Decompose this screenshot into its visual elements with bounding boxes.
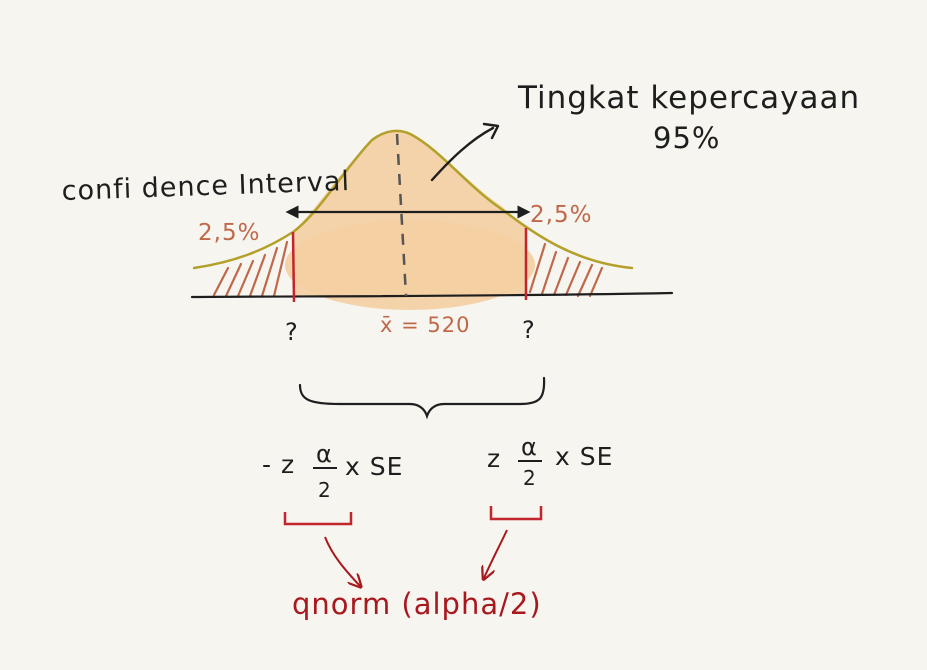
pointer-arrow bbox=[430, 126, 495, 182]
confidence-level-title: Tingkat kepercayaan bbox=[517, 80, 860, 116]
bell-curve bbox=[192, 129, 634, 270]
left-formula-bracket bbox=[283, 512, 353, 526]
lower-bound-line bbox=[291, 231, 296, 303]
mean-label: x̄ = 520 bbox=[380, 313, 470, 337]
lower-bound-question: ? bbox=[285, 318, 299, 346]
left-formula-prefix: - z bbox=[262, 450, 295, 479]
qnorm-label: qnorm (alpha/2) bbox=[292, 587, 542, 621]
pointer-arrowhead bbox=[482, 122, 500, 140]
left-formula-suffix: x SE bbox=[345, 452, 403, 481]
right-formula-prefix: z bbox=[487, 444, 501, 473]
confidence-region-blob bbox=[285, 220, 535, 310]
x-axis-line bbox=[190, 291, 674, 299]
right-tail-hatch bbox=[528, 242, 604, 298]
right-tail-percent: 2,5% bbox=[530, 202, 592, 228]
right-qnorm-arrow bbox=[484, 529, 508, 578]
right-formula-alpha: α bbox=[521, 433, 538, 461]
right-formula-bracket bbox=[489, 506, 543, 521]
left-tail-hatch bbox=[212, 240, 289, 298]
confidence-interval-label: confi dence Interval bbox=[61, 166, 350, 207]
interval-brace bbox=[298, 376, 546, 420]
left-qnorm-arrow bbox=[324, 536, 360, 586]
right-formula-denominator: 2 bbox=[523, 466, 537, 490]
left-formula-denominator: 2 bbox=[318, 478, 332, 502]
left-formula-alpha: α bbox=[316, 440, 333, 468]
right-formula-suffix: x SE bbox=[555, 442, 613, 471]
confidence-level-value: 95% bbox=[653, 121, 720, 155]
left-tail-percent: 2,5% bbox=[198, 220, 260, 246]
upper-bound-question: ? bbox=[522, 316, 536, 344]
